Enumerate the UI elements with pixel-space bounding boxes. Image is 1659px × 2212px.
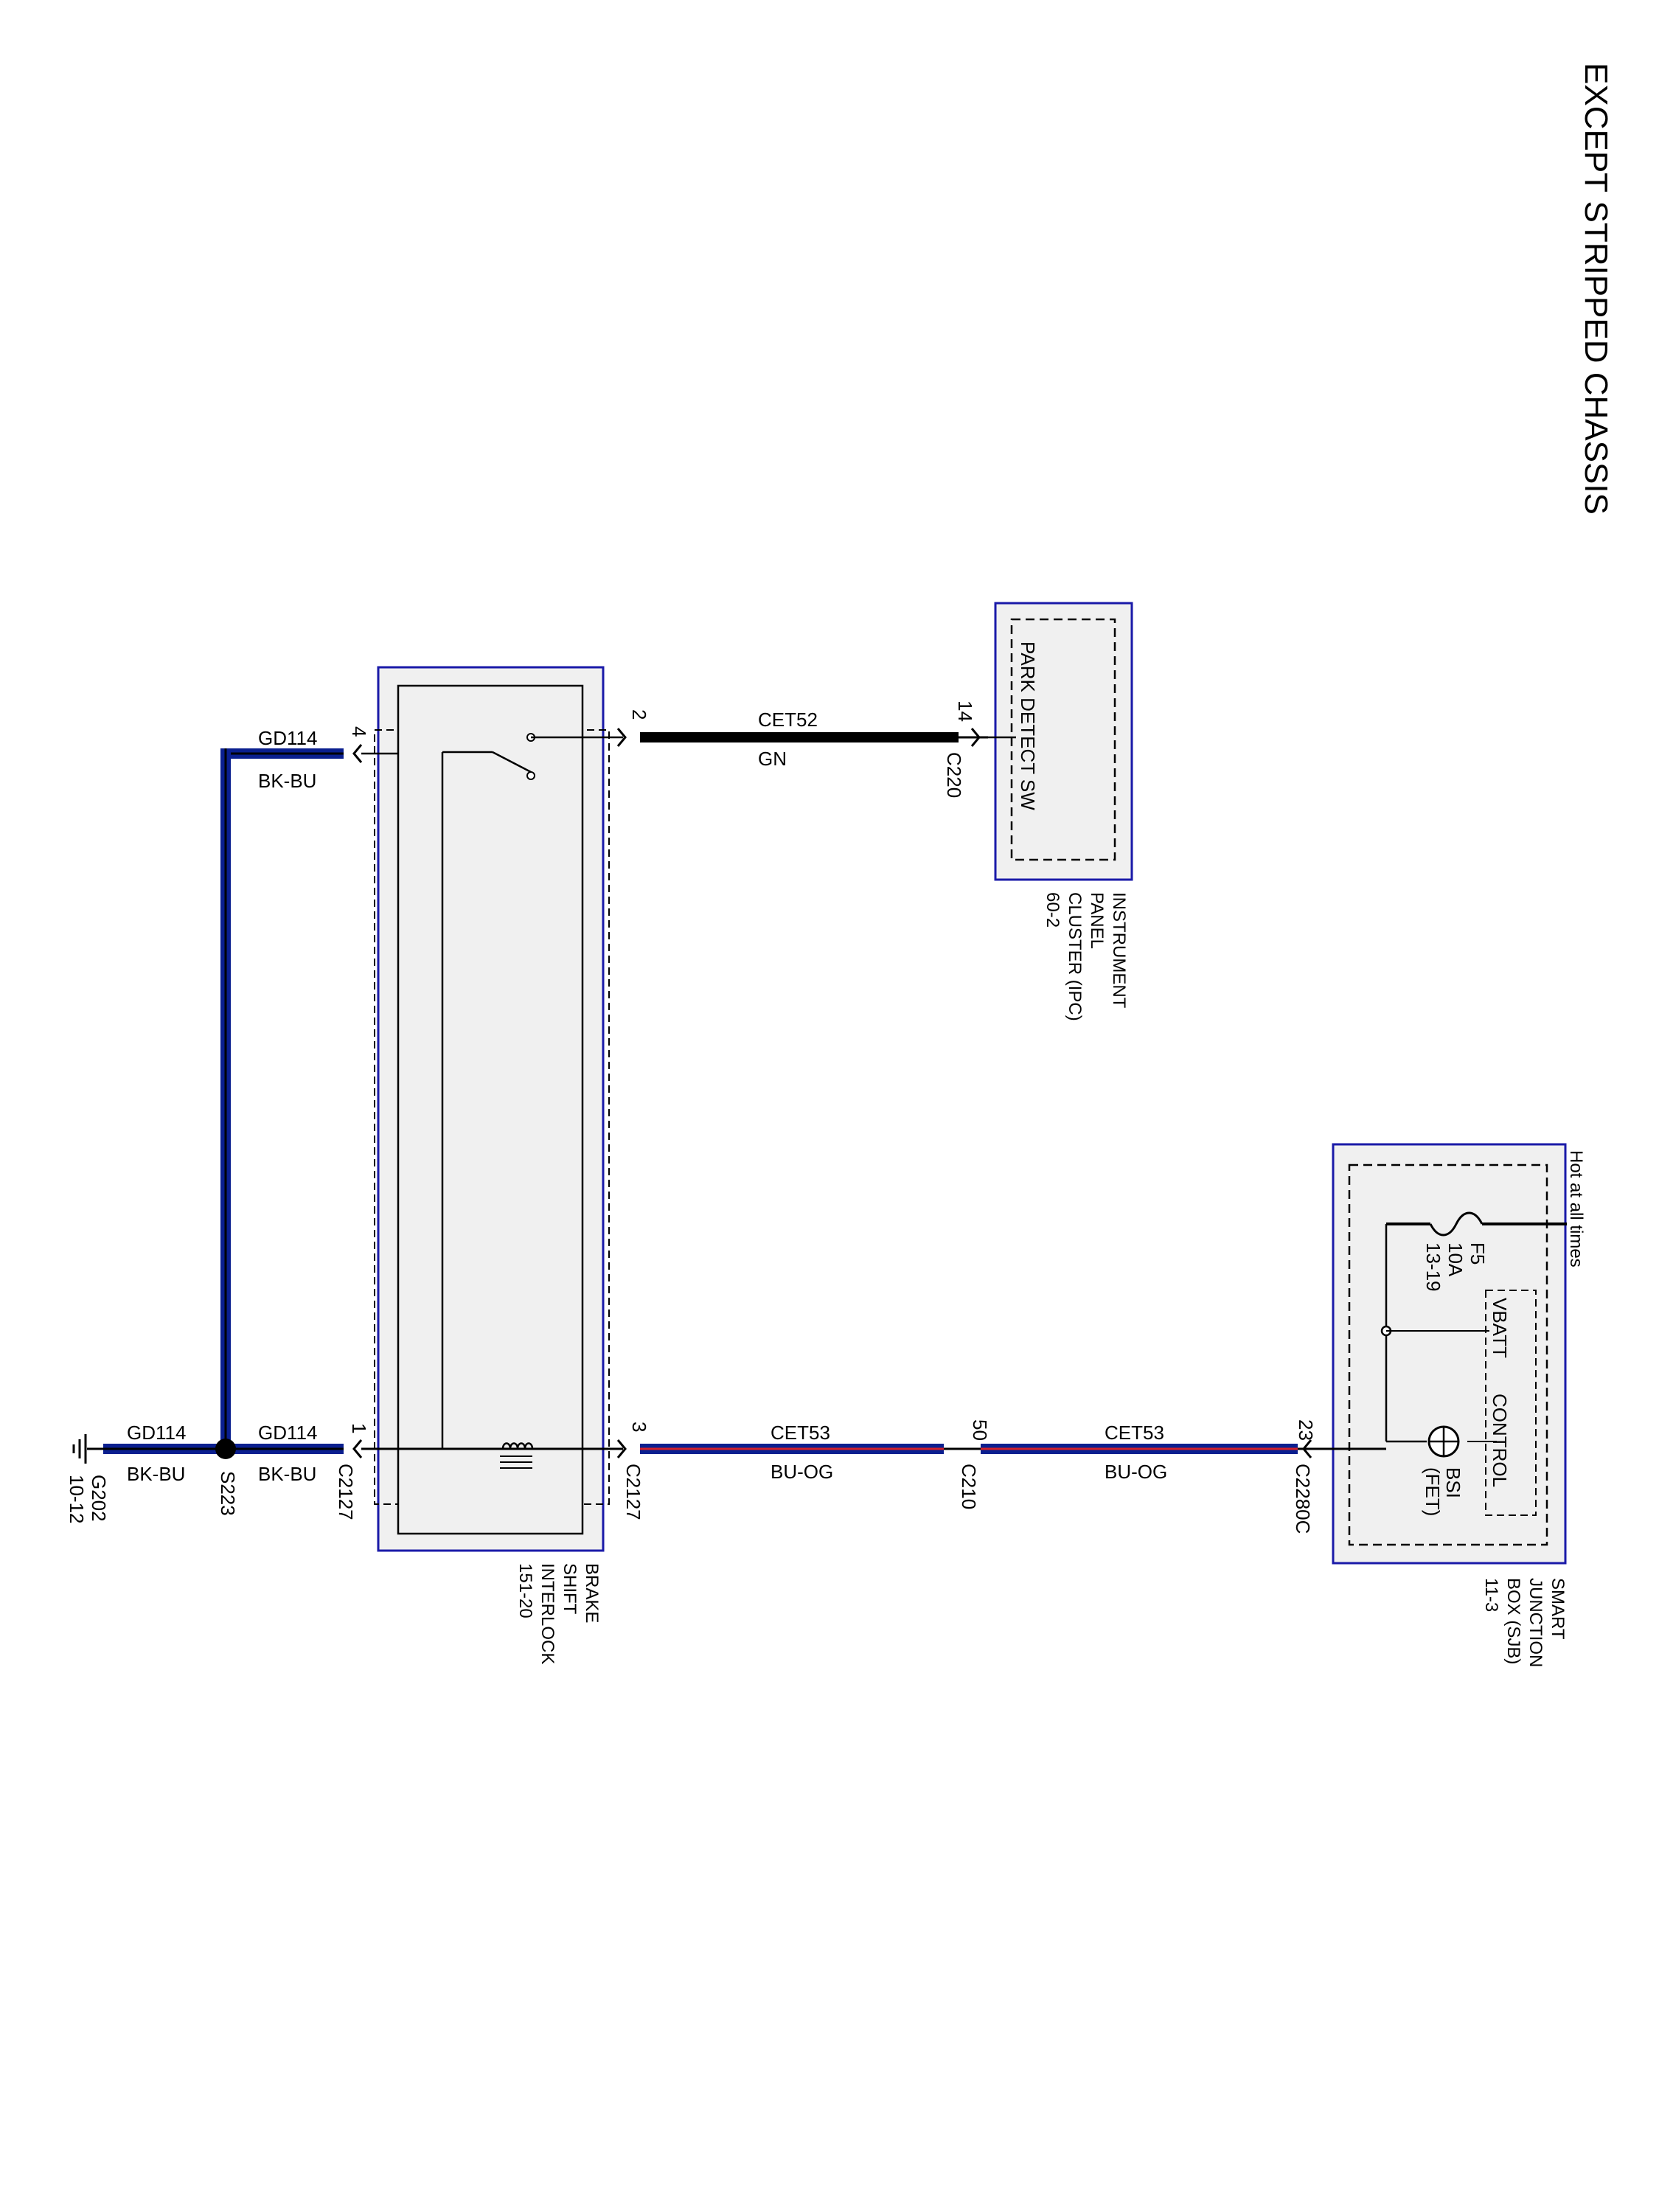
sjb-inner-dashed xyxy=(1348,1164,1548,1546)
fuse-name: F5 xyxy=(1467,1242,1489,1265)
brake-shift-interlock-module: BRAKE SHIFT INTERLOCK 151-20 xyxy=(361,666,623,1664)
title-text: EXCEPT STRIPPED CHASSIS xyxy=(1578,63,1614,515)
wire-cet52-color: GN xyxy=(758,748,787,770)
sjb-name-line1: SMART xyxy=(1548,1578,1568,1640)
wire-cet53-a: CET53 BU-OG xyxy=(640,1422,944,1483)
connector-c2280c-pin: 23 xyxy=(1295,1419,1317,1441)
control-label: CONTROL xyxy=(1489,1394,1511,1487)
bsi-fet-label: (FET) xyxy=(1422,1467,1444,1516)
wire-cet52-circuit: CET52 xyxy=(758,709,818,731)
ground-icon xyxy=(72,1434,87,1464)
connector-c220-name: C220 xyxy=(943,752,965,798)
connector-c2127-sol-pin: 3 xyxy=(628,1422,650,1432)
wire-cet53-b: CET53 BU-OG xyxy=(981,1422,1386,1483)
splice-dot xyxy=(215,1439,236,1459)
connector-c2127-pin4-marker: 4 xyxy=(348,726,370,763)
wire-gd114-top: GD114 BK-BU xyxy=(226,727,344,792)
interlock-name-line3: INTERLOCK xyxy=(538,1563,557,1664)
connector-c2127-gnd-marker: 1 C2127 xyxy=(335,1423,370,1520)
wire-gd114-mid-circuit: GD114 xyxy=(258,1422,317,1444)
bsi-label: BSI xyxy=(1442,1467,1464,1498)
interlock-name-line1: BRAKE xyxy=(582,1563,602,1623)
wire-cet53-a-color: BU-OG xyxy=(771,1461,833,1483)
vbatt-label: VBATT xyxy=(1489,1298,1511,1358)
ground-name: G202 xyxy=(88,1475,110,1522)
connector-c2127-sw-marker: 2 xyxy=(616,709,650,747)
sjb-ref: 11-3 xyxy=(1481,1578,1501,1612)
connector-c2127-sw-pin: 2 xyxy=(628,709,650,720)
connector-c2127-gnd-pin: 1 xyxy=(348,1423,370,1433)
wire-gd114-top-color: BK-BU xyxy=(258,770,316,792)
fuse-f5-symbol xyxy=(1429,1211,1484,1237)
wire-cet53-b-circuit: CET53 xyxy=(1105,1422,1164,1444)
interlock-switch-contact-b xyxy=(526,771,535,780)
ipc-name-line3: CLUSTER (IPC) xyxy=(1065,892,1085,1021)
wire-cet53-a-circuit: CET53 xyxy=(771,1422,830,1444)
connector-c210-name: C210 xyxy=(958,1464,980,1509)
park-detect-switch-label: PARK DETECT SW xyxy=(1017,641,1039,810)
interlock-name-line2: SHIFT xyxy=(560,1563,580,1615)
connector-c2280c-marker: 23 C2280C xyxy=(1292,1419,1317,1534)
fuse-ref: 13-19 xyxy=(1422,1242,1444,1292)
fuse-rating: 10A xyxy=(1444,1242,1467,1277)
connector-c210-marker: 50 C210 xyxy=(944,1419,991,1509)
ipc-module: PARK DETECT SW INSTRUMENT PANEL CLUSTER … xyxy=(988,602,1133,1021)
wire-gd114-mid-color: BK-BU xyxy=(258,1463,316,1485)
wire-cet52: CET52 GN xyxy=(640,709,988,770)
ground-ref: 10-12 xyxy=(66,1475,88,1524)
ipc-name-line1: INSTRUMENT xyxy=(1109,892,1129,1009)
connector-c2127-sol-marker: 3 C2127 xyxy=(616,1422,650,1520)
interlock-ref: 151-20 xyxy=(515,1563,535,1618)
connector-c220-pin: 14 xyxy=(954,700,976,722)
splice-s223: S223 xyxy=(215,1439,239,1516)
wire-gd114-mid: GD114 BK-BU xyxy=(226,1422,344,1485)
splice-name: S223 xyxy=(217,1471,239,1516)
ipc-box xyxy=(994,602,1133,881)
sjb-bsi-dashed xyxy=(1485,1290,1537,1516)
connector-c210-pin: 50 xyxy=(969,1419,991,1441)
wire-gd114-left-color: BK-BU xyxy=(127,1463,185,1485)
connector-c220-marker: 14 C220 xyxy=(943,700,981,798)
connector-c2280c-name: C2280C xyxy=(1292,1464,1314,1534)
solenoid-coil-icon xyxy=(500,1442,534,1469)
bsi-fet-icon xyxy=(1427,1425,1460,1458)
ground-g202: G202 10-12 xyxy=(66,1434,110,1524)
diagram-title: EXCEPT STRIPPED CHASSIS xyxy=(1578,63,1614,515)
interlock-inner-box xyxy=(397,684,584,1535)
sjb-name-line3: BOX (SJB) xyxy=(1503,1578,1523,1664)
sjb-name-line2: JUNCTION xyxy=(1526,1578,1545,1667)
sjb-box xyxy=(1332,1143,1567,1565)
ipc-inner-dashed xyxy=(1010,618,1116,861)
ipc-name-line2: PANEL xyxy=(1087,892,1107,949)
sjb-module: Hot at all times F5 10A 13-19 VBATT CONT… xyxy=(1332,1143,1586,1667)
connector-c2127-sol-name: C2127 xyxy=(622,1464,644,1520)
interlock-switch-blade xyxy=(492,751,532,773)
wire-gd114-left-circuit: GD114 xyxy=(127,1422,186,1444)
connector-c2127-gnd-name: C2127 xyxy=(335,1464,357,1520)
wire-gd114-top-circuit: GD114 xyxy=(258,727,317,749)
hot-at-all-times-label: Hot at all times xyxy=(1566,1150,1586,1267)
wire-cet53-b-color: BU-OG xyxy=(1105,1461,1167,1483)
wire-gd114-left: GD114 BK-BU xyxy=(103,1422,226,1485)
connector-c2127-pin4-pin: 4 xyxy=(348,726,370,737)
ipc-ref: 60-2 xyxy=(1043,892,1062,928)
